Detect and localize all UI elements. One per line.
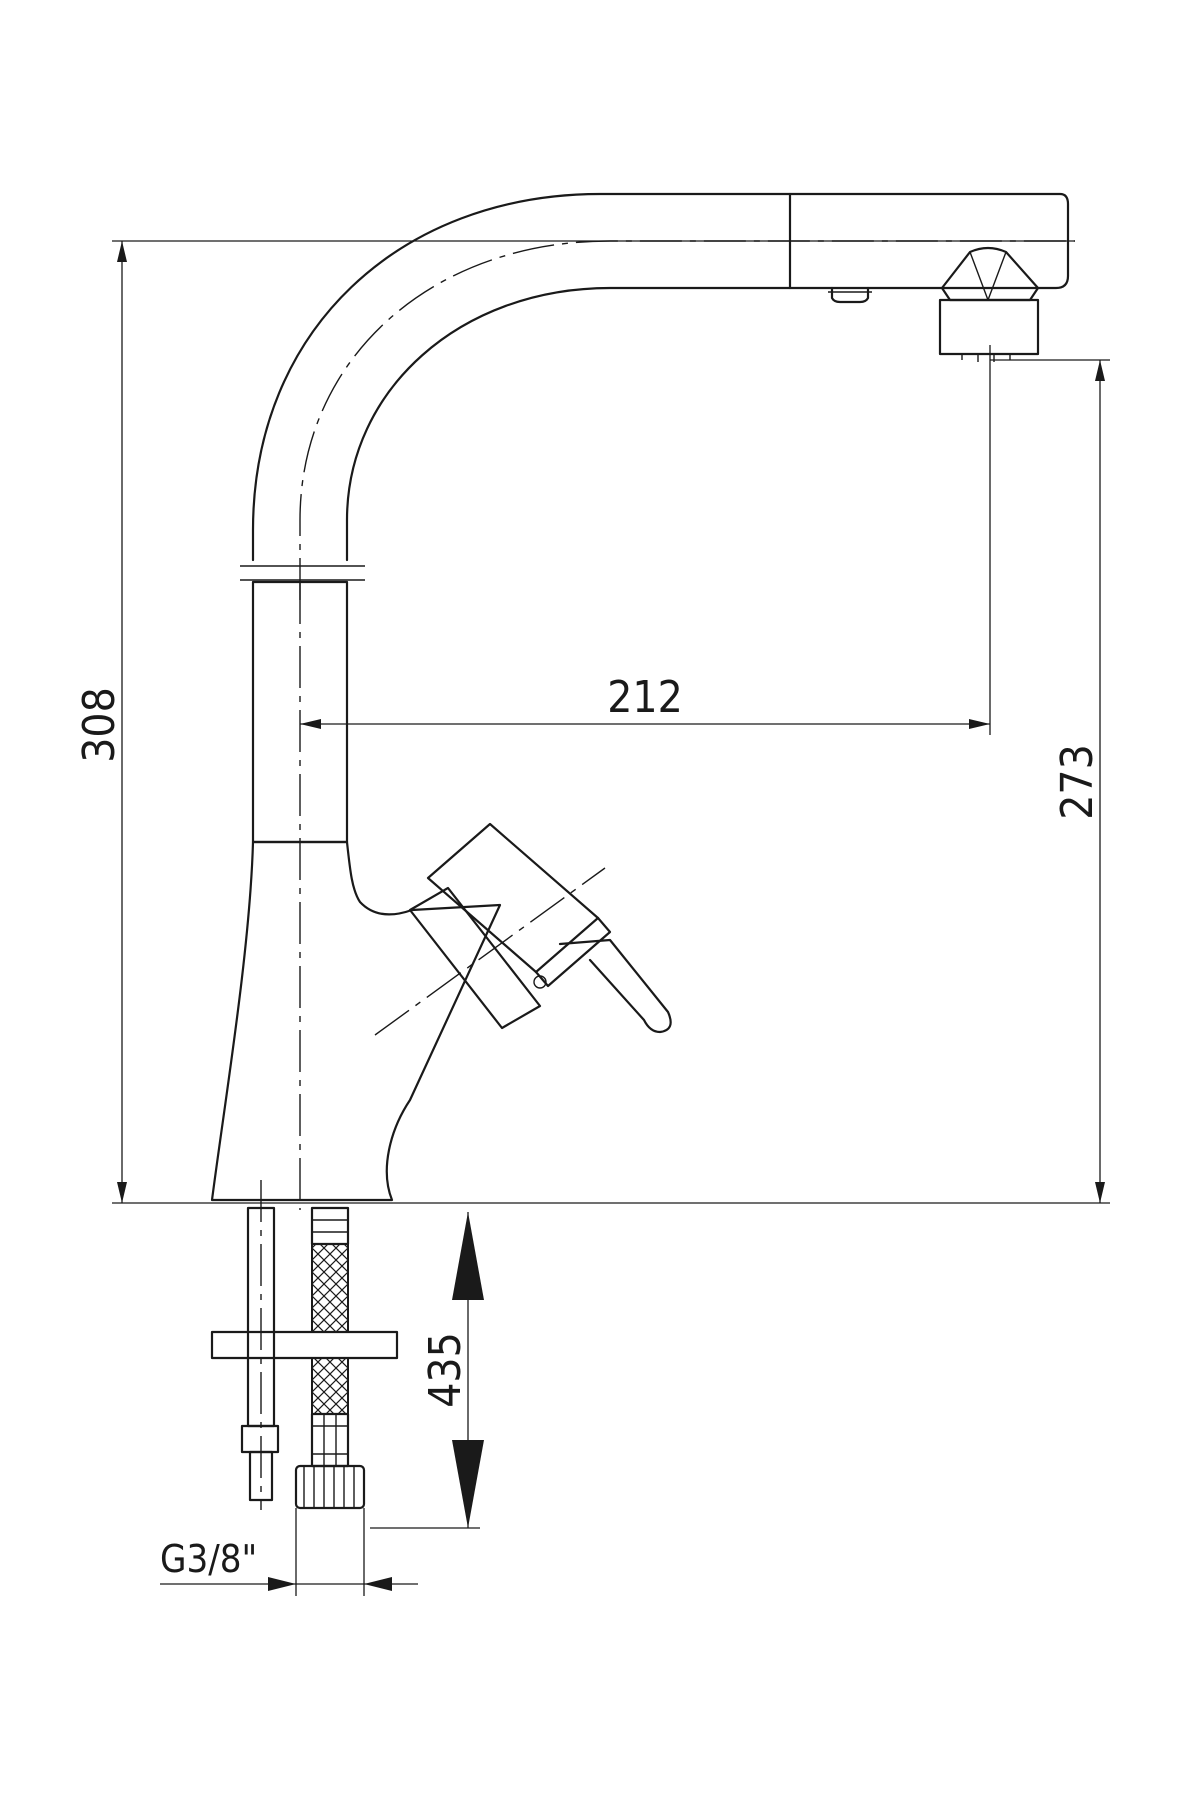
below-deck-label: 435: [420, 1332, 471, 1408]
dimension-below-deck: 435: [370, 1212, 484, 1529]
mounting-plate: [210, 1330, 399, 1360]
dimension-outlet-height: 273: [990, 359, 1110, 1203]
aerator-nozzle: [938, 246, 1040, 362]
flexible-hose: [294, 1206, 366, 1510]
dimension-total-height: 308: [74, 240, 1075, 1203]
break-lines: [240, 565, 365, 581]
dimension-spout-reach: 212: [300, 345, 991, 735]
lever-handle: [374, 822, 672, 1036]
mounting-stud: [240, 1180, 280, 1510]
spray-button: [828, 286, 872, 304]
spout: [251, 192, 1075, 600]
spout-reach-label: 212: [607, 672, 683, 723]
mixer-body: [210, 840, 502, 1202]
standpipe: [251, 580, 349, 1210]
dimension-connection-thread: G3/8": [160, 1508, 418, 1596]
outlet-height-label: 273: [1052, 744, 1103, 820]
total-height-label: 308: [74, 687, 125, 763]
connection-thread-label: G3/8": [160, 1537, 257, 1581]
